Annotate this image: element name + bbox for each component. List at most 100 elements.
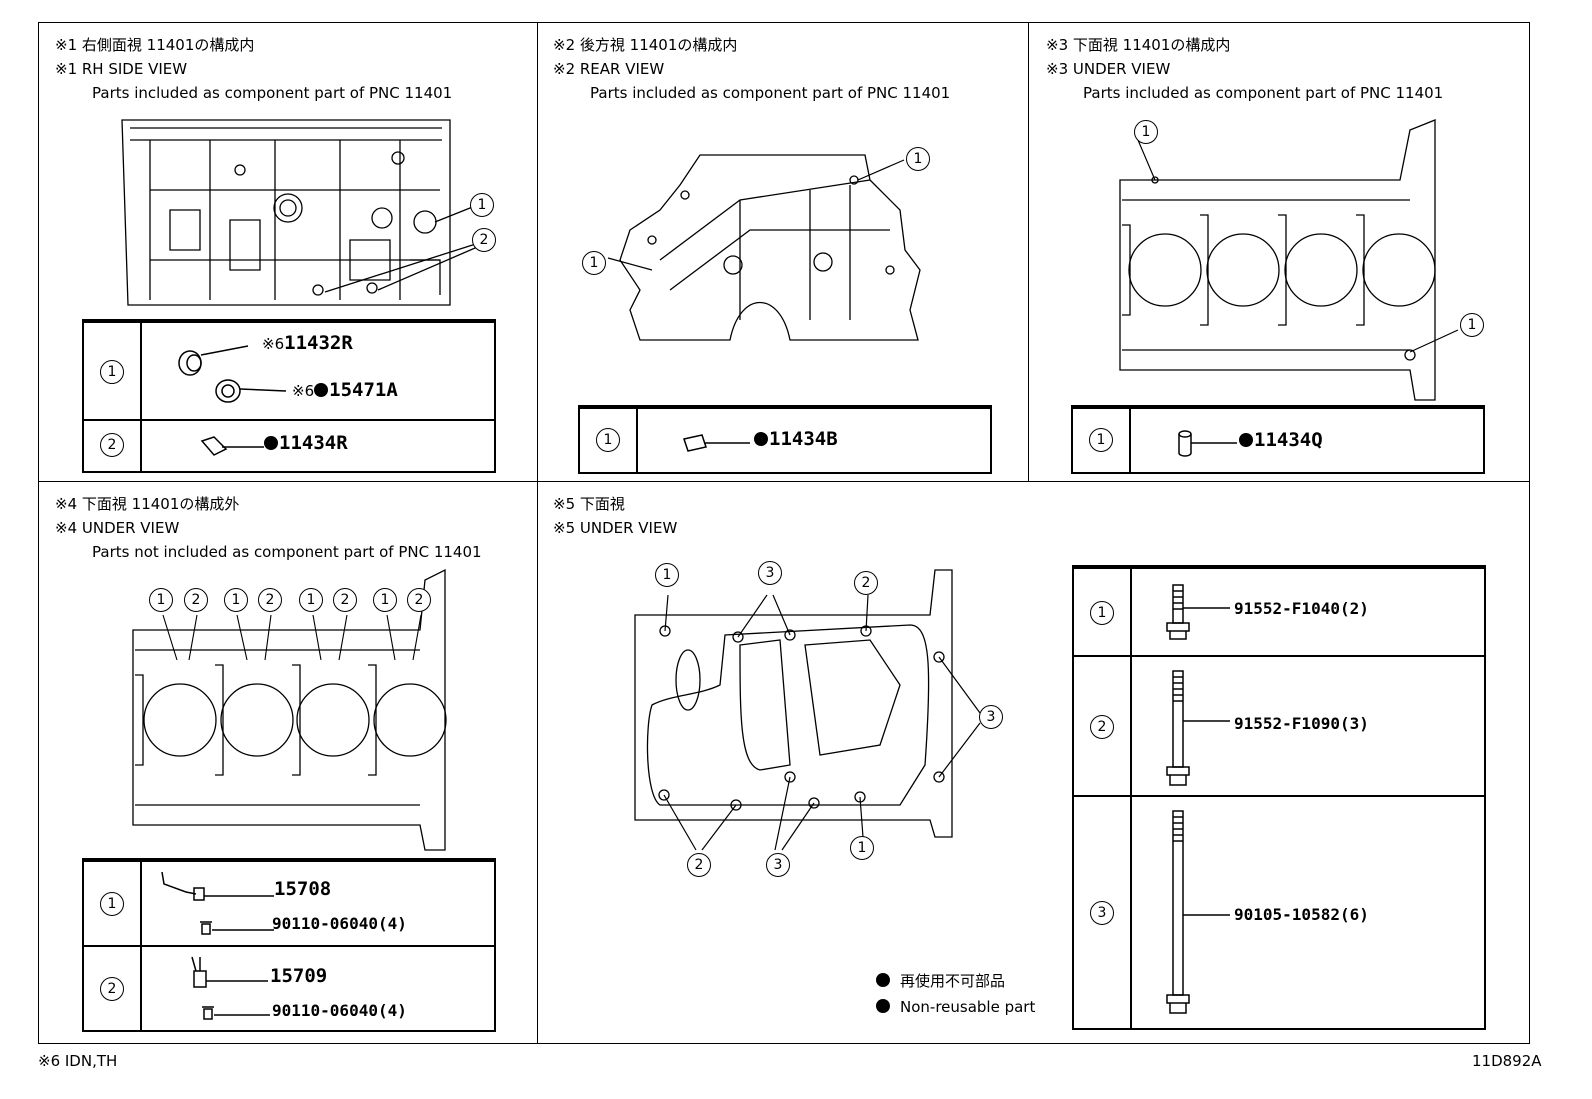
- callout-1: 1: [1460, 313, 1484, 337]
- dowel-pin-icon: [683, 434, 750, 452]
- callout-1: 1: [1134, 120, 1158, 144]
- bolt-icon: [1166, 670, 1230, 786]
- part-11434r[interactable]: 11434R: [264, 432, 348, 454]
- callout-2: 2: [333, 588, 357, 612]
- row-callout-1: 1: [100, 892, 124, 916]
- table-row: 2 91552-F1090(3): [1074, 655, 1484, 797]
- under-view-drawing: [132, 568, 447, 851]
- callout-2: 2: [854, 571, 878, 595]
- callout-3: 3: [766, 853, 790, 877]
- legend: 再使用不可部品 Non-reusable part: [876, 968, 1035, 1020]
- panel-4-parts-table: 1 15708 90110-06040(4) 2 15709 90110-060…: [82, 858, 496, 1032]
- panel-5-title-en: ※5 UNDER VIEW: [553, 519, 678, 537]
- oil-jet-icon: [191, 956, 270, 1020]
- footer-note: ※6 IDN,TH: [38, 1052, 118, 1070]
- panel-1-title-jp: ※1 右側面視 11401の構成内: [55, 36, 255, 54]
- part-15708[interactable]: 15708: [274, 878, 332, 900]
- table-row: 1 15708 90110-06040(4): [84, 860, 494, 947]
- callout-3: 3: [758, 561, 782, 585]
- panel-4-title-jp: ※4 下面視 11401の構成外: [55, 495, 240, 513]
- panel-2-header: ※2 後方視 11401の構成内 ※2 REAR VIEW Parts incl…: [553, 33, 950, 105]
- row-callout-1: 1: [1089, 428, 1113, 452]
- panel-5-title-jp: ※5 下面視: [553, 495, 625, 513]
- panel-4-note: Parts not included as component part of …: [92, 543, 482, 561]
- panel-1-header: ※1 右側面視 11401の構成内 ※1 RH SIDE VIEW Parts …: [55, 33, 452, 105]
- part-11432r[interactable]: ※611432R: [262, 332, 353, 354]
- part-11434b[interactable]: 11434B: [754, 428, 838, 450]
- panel-2-parts-table: 1 11434B: [578, 405, 992, 474]
- panel-1-title-en: ※1 RH SIDE VIEW: [55, 60, 188, 78]
- diagram-frame: [38, 22, 1530, 1044]
- non-reusable-dot-icon: [754, 432, 768, 446]
- bolt-icon: [1166, 584, 1230, 640]
- row-callout-1: 1: [1090, 601, 1114, 625]
- non-reusable-dot-icon: [264, 436, 278, 450]
- callout-2: 2: [184, 588, 208, 612]
- table-row: 1 11434B: [580, 407, 990, 474]
- non-reusable-dot-icon: [876, 973, 890, 987]
- panel-2-note: Parts included as component part of PNC …: [590, 84, 951, 102]
- bolt-icon: [1166, 810, 1230, 1014]
- rear-view-drawing: [607, 154, 921, 341]
- under-view-drawing: [1119, 119, 1459, 401]
- non-reusable-dot-icon: [314, 383, 329, 397]
- dowel-pin-icon: [200, 436, 264, 456]
- part-90105-10582[interactable]: 90105-10582(6): [1234, 905, 1369, 924]
- panel-4-header: ※4 下面視 11401の構成外 ※4 UNDER VIEW Parts not…: [55, 492, 482, 564]
- rh-side-view-drawing: [121, 119, 483, 306]
- row-callout-2: 2: [100, 433, 124, 457]
- table-row: 1 91552-F1040(2): [1074, 567, 1484, 657]
- callout-1: 1: [373, 588, 397, 612]
- row-callout-1: 1: [100, 360, 124, 384]
- part-90110-06040-a[interactable]: 90110-06040(4): [272, 914, 407, 933]
- panel-5-header: ※5 下面視 ※5 UNDER VIEW: [553, 492, 677, 540]
- panel-3-parts-table: 1 11434Q: [1071, 405, 1485, 474]
- illustration-code: 11D892A: [1472, 1052, 1542, 1070]
- table-row: 1 11434Q: [1073, 407, 1483, 474]
- callout-1: 1: [224, 588, 248, 612]
- legend-row-jp: 再使用不可部品: [876, 968, 1035, 994]
- part-91552-f1040[interactable]: 91552-F1040(2): [1234, 599, 1369, 618]
- table-row: 2 15709 90110-06040(4): [84, 945, 494, 1032]
- callout-1: 1: [470, 193, 494, 217]
- panel-2-title-jp: ※2 後方視 11401の構成内: [553, 36, 738, 54]
- table-row: 2 11434R: [84, 419, 494, 471]
- row-callout-1: 1: [596, 428, 620, 452]
- callout-1: 1: [850, 836, 874, 860]
- callout-1: 1: [906, 147, 930, 171]
- callout-2: 2: [472, 228, 496, 252]
- panel-2-title-en: ※2 REAR VIEW: [553, 60, 665, 78]
- table-row: 3 90105-10582(6): [1074, 795, 1484, 1028]
- divider-v2: [1028, 22, 1029, 481]
- dowel-pin-icon: [1178, 430, 1237, 457]
- callout-2: 2: [258, 588, 282, 612]
- part-11434q[interactable]: 11434Q: [1239, 429, 1323, 451]
- callout-3: 3: [979, 705, 1003, 729]
- part-15709[interactable]: 15709: [270, 965, 328, 987]
- oil-jet-icon: [161, 871, 274, 935]
- divider-v1: [537, 22, 538, 1043]
- part-90110-06040-b[interactable]: 90110-06040(4): [272, 1001, 407, 1020]
- oil-pan-under-view-drawing: [634, 569, 981, 851]
- row-callout-2: 2: [100, 977, 124, 1001]
- panel-3-note: Parts included as component part of PNC …: [1083, 84, 1444, 102]
- legend-row-en: Non-reusable part: [876, 994, 1035, 1020]
- divider-h1: [38, 481, 1529, 482]
- callout-2: 2: [687, 853, 711, 877]
- panel-3-header: ※3 下面視 11401の構成内 ※3 UNDER VIEW Parts inc…: [1046, 33, 1443, 105]
- non-reusable-dot-icon: [876, 999, 890, 1013]
- non-reusable-dot-icon: [1239, 433, 1253, 447]
- panel-4-title-en: ※4 UNDER VIEW: [55, 519, 180, 537]
- panel-1-note: Parts included as component part of PNC …: [92, 84, 453, 102]
- callout-1: 1: [655, 563, 679, 587]
- callout-2: 2: [407, 588, 431, 612]
- part-91552-f1090[interactable]: 91552-F1090(3): [1234, 714, 1369, 733]
- row-callout-3: 3: [1090, 901, 1114, 925]
- panel-5-parts-table: 1 91552-F1040(2) 2 91552-F1090(3) 3 9010…: [1072, 565, 1486, 1030]
- callout-1: 1: [582, 251, 606, 275]
- panel-3-title-jp: ※3 下面視 11401の構成内: [1046, 36, 1231, 54]
- row-callout-2: 2: [1090, 715, 1114, 739]
